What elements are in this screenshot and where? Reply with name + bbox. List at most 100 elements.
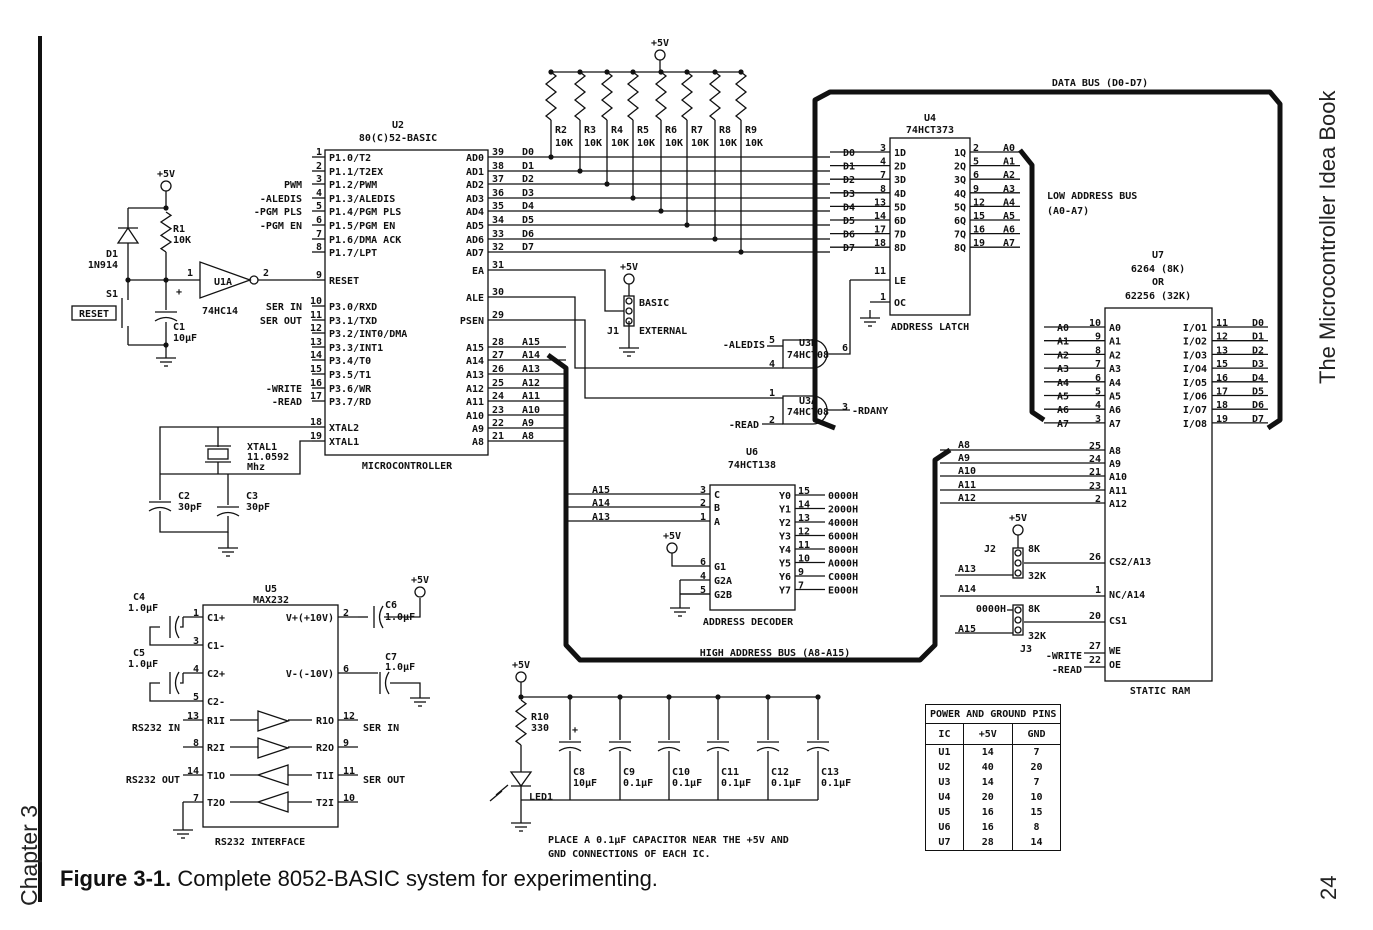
u7-pin-name: A9	[1109, 459, 1121, 470]
power-table-cell: 16	[962, 820, 1013, 835]
c1-ref: C1	[173, 322, 185, 333]
j2-option: 32K	[1028, 571, 1046, 582]
power-table-cell: U7	[925, 835, 964, 851]
c4-value: 1.0µF	[128, 603, 158, 614]
u5-pin-number: 4	[193, 664, 199, 675]
u2-pin-name: P1.2/PWM	[329, 180, 377, 191]
u7-net-label: A10	[958, 466, 976, 477]
xtal-unit: Mhz	[247, 462, 265, 473]
u7-net-label: A6	[1057, 405, 1069, 416]
bypass-cap-value: 0.1µF	[821, 778, 851, 789]
u7-pin-name: I/O7	[1183, 405, 1207, 416]
u6-pin-number: 13	[798, 513, 810, 524]
u7-net-label: A9	[958, 453, 970, 464]
resistor-ref: R4	[611, 125, 623, 136]
power-table-cell: U1	[925, 744, 964, 760]
u5-pin-number: 12	[343, 711, 355, 722]
junction-dot	[567, 694, 573, 700]
u6-output-address: 6000H	[828, 532, 858, 543]
aledis-label: -ALEDIS	[723, 340, 765, 351]
page-number: 24	[1316, 875, 1341, 900]
j3-decoder-label: 0000H	[976, 604, 1006, 615]
c1-value: 10µF	[173, 333, 197, 344]
u2-pin-number: 23	[492, 405, 504, 416]
u2-pin-number: 17	[310, 391, 322, 402]
u2-pin-number: 16	[310, 378, 322, 389]
power-table-cell: 14	[962, 775, 1013, 790]
bypass-capacitor	[657, 746, 681, 752]
u2-pin-number: 11	[310, 310, 322, 321]
c7-wire	[390, 682, 421, 690]
led-diode	[509, 771, 533, 788]
resistor-value: 10K	[555, 138, 573, 149]
u7-part: 62256 (32K)	[1125, 291, 1191, 302]
u2-signal-label: -PGM EN	[260, 221, 302, 232]
u7-pin-name: CS1	[1109, 616, 1127, 627]
resistor-ref: R3	[584, 125, 596, 136]
u4-net-label: A1	[1003, 157, 1015, 168]
u2-pin-name: AD2	[466, 180, 484, 191]
u7-pin-number: 10	[1089, 318, 1101, 329]
u2-pin-number: 28	[492, 337, 504, 348]
resistor-ref: R2	[555, 125, 567, 136]
u2-signal-label: -WRITE	[266, 384, 302, 395]
u6-pin-number: 9	[798, 567, 804, 578]
figure-title: Complete 8052-BASIC system for experimen…	[177, 866, 658, 891]
junction-dot	[617, 694, 623, 700]
u2-pin-name: A14	[466, 356, 484, 367]
u2-net-label: D5	[522, 215, 534, 226]
pullup-resistor	[573, 71, 587, 121]
c2-value: 30pF	[178, 502, 202, 513]
u4-pin-number: 7	[880, 170, 886, 181]
c5-ref: C5	[133, 648, 145, 659]
u4-pin-name: 2D	[894, 162, 906, 173]
power-terminal	[1012, 524, 1024, 536]
u2-pin-name: XTAL2	[329, 423, 359, 434]
bypass-capacitor	[558, 746, 582, 752]
u6-ref: U6	[746, 447, 758, 458]
u2-ref: U2	[392, 120, 404, 131]
u6-pin-name: B	[714, 503, 720, 514]
u2-pin-name: A9	[472, 424, 484, 435]
u2-pin-number: 14	[310, 350, 322, 361]
switch-ref: S1	[106, 289, 118, 300]
xtal2-wire	[159, 426, 312, 500]
u5-pin-name: T1O	[207, 771, 225, 782]
u2-signal-label: SER IN	[266, 302, 302, 313]
u7-pin-number: 8	[1095, 345, 1101, 356]
u6-pin-number: 10	[798, 554, 810, 565]
d1-ref: D1	[106, 249, 118, 260]
u4-pin-name: 2Q	[954, 162, 966, 173]
u2-pin-number: 2	[316, 161, 322, 172]
u5-pin-name: C1-	[207, 641, 225, 652]
u6-pin-name: G2A	[714, 576, 732, 587]
c5-wire	[180, 673, 184, 684]
junction-dot	[715, 694, 721, 700]
u5-pin-number: 9	[343, 738, 349, 749]
u7-pin-name: A2	[1109, 350, 1121, 361]
r1-resistor	[159, 211, 173, 253]
u5-part: MAX232	[253, 595, 289, 606]
u7-net-label: A5	[1057, 392, 1069, 403]
u4-pin-number: 11	[874, 266, 886, 277]
junction-dot	[815, 694, 821, 700]
left-margin-rule	[38, 36, 42, 902]
u2-pin-name: A10	[466, 411, 484, 422]
jumper-pin	[1014, 559, 1022, 567]
u7-net-label: D4	[1252, 373, 1264, 384]
low-address-bus	[1018, 148, 1046, 423]
u6-pin-name: A	[714, 517, 720, 528]
u5-pin-number: 3	[193, 636, 199, 647]
jumper-pin	[625, 297, 633, 305]
u2-pin-name: A11	[466, 397, 484, 408]
c2-capacitor	[148, 506, 172, 512]
u7-pin-number: 27	[1089, 641, 1101, 652]
c6-value: 1.0µF	[385, 612, 415, 623]
u7-pin-number: 9	[1095, 332, 1101, 343]
led-emission-arrow	[495, 784, 509, 796]
u2-pin-number: 24	[492, 391, 504, 402]
u6-pin-number: 7	[798, 581, 804, 592]
u7-pin-name: A6	[1109, 405, 1121, 416]
u7-pin-number: 6	[1095, 373, 1101, 384]
